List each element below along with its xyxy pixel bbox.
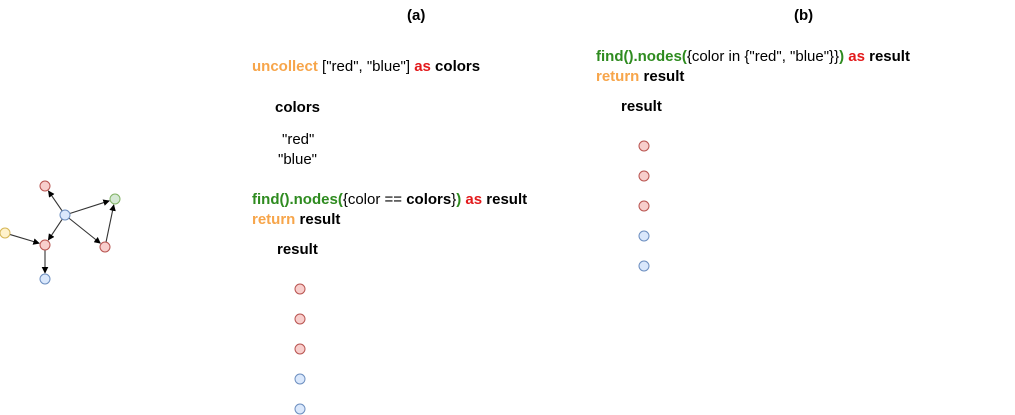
panel-b-result-node-red <box>638 140 650 152</box>
panel-b-query: find().nodes({color in {"red", "blue"}})… <box>596 47 910 87</box>
colors-table-value-red: "red" <box>282 131 315 148</box>
graph-node-yellow <box>0 227 11 239</box>
panel-a-result-node-blue <box>294 403 306 415</box>
return-keyword: return <box>252 211 296 228</box>
as-keyword: as <box>414 58 431 75</box>
panel-b-result-node-red <box>638 200 650 212</box>
graph-edge <box>9 233 40 245</box>
find-nodes-close: ) <box>456 191 462 208</box>
find-nodes-function: find().nodes( <box>252 191 343 208</box>
as-keyword: as <box>844 48 865 65</box>
uncollect-keyword: uncollect <box>252 58 318 75</box>
graph-node-red <box>39 239 51 251</box>
panel-a-title: (a) <box>407 7 426 24</box>
filter-prefix: {color == <box>342 191 407 208</box>
result-table-header-a: result <box>277 241 318 258</box>
panel-a-result-node-red <box>294 313 306 325</box>
panel-a-result-node-red <box>294 343 306 355</box>
graph-edge <box>105 204 116 243</box>
panel-b-result-node-blue <box>638 230 650 242</box>
return-variable: result <box>639 68 685 85</box>
find-nodes-close: ) <box>839 48 845 65</box>
return-keyword: return <box>596 68 640 85</box>
result-table-header-b: result <box>621 98 662 115</box>
filter-suffix: } <box>451 191 457 208</box>
as-keyword: as <box>461 191 483 208</box>
filter-suffix: } <box>834 48 840 65</box>
graph-node-red <box>39 180 51 192</box>
panel-a-result-node-red <box>294 283 306 295</box>
colors-table-value-blue: "blue" <box>278 151 318 168</box>
graph-edge <box>47 218 63 241</box>
graph-node-green <box>109 193 121 205</box>
find-nodes-function: find().nodes( <box>596 48 687 65</box>
colors-table-header: colors <box>275 99 321 116</box>
filter-expression: {color in {"red", "blue"} <box>686 48 835 65</box>
graph-node-blue <box>59 209 71 221</box>
panel-a-result-node-blue <box>294 373 306 385</box>
panel-b-result-node-red <box>638 170 650 182</box>
panel-a-query2: find().nodes({color == colors}) as resul… <box>252 190 527 230</box>
panel-b-title: (b) <box>794 7 814 24</box>
filter-variable: colors <box>406 191 452 208</box>
graph-edge <box>47 190 63 212</box>
result-variable: result <box>482 191 528 208</box>
panel-b-result-node-blue <box>638 260 650 272</box>
result-variable: result <box>864 48 910 65</box>
return-variable: result <box>295 211 341 228</box>
graph-edge <box>69 199 110 214</box>
graph-edge <box>68 217 101 244</box>
colors-variable: colors <box>430 58 481 75</box>
graph-node-red <box>99 241 111 253</box>
graph-node-blue <box>39 273 51 285</box>
list-literal: ["red", "blue"] <box>317 58 415 75</box>
panel-a-query1: uncollect ["red", "blue"] as colors <box>252 57 480 77</box>
